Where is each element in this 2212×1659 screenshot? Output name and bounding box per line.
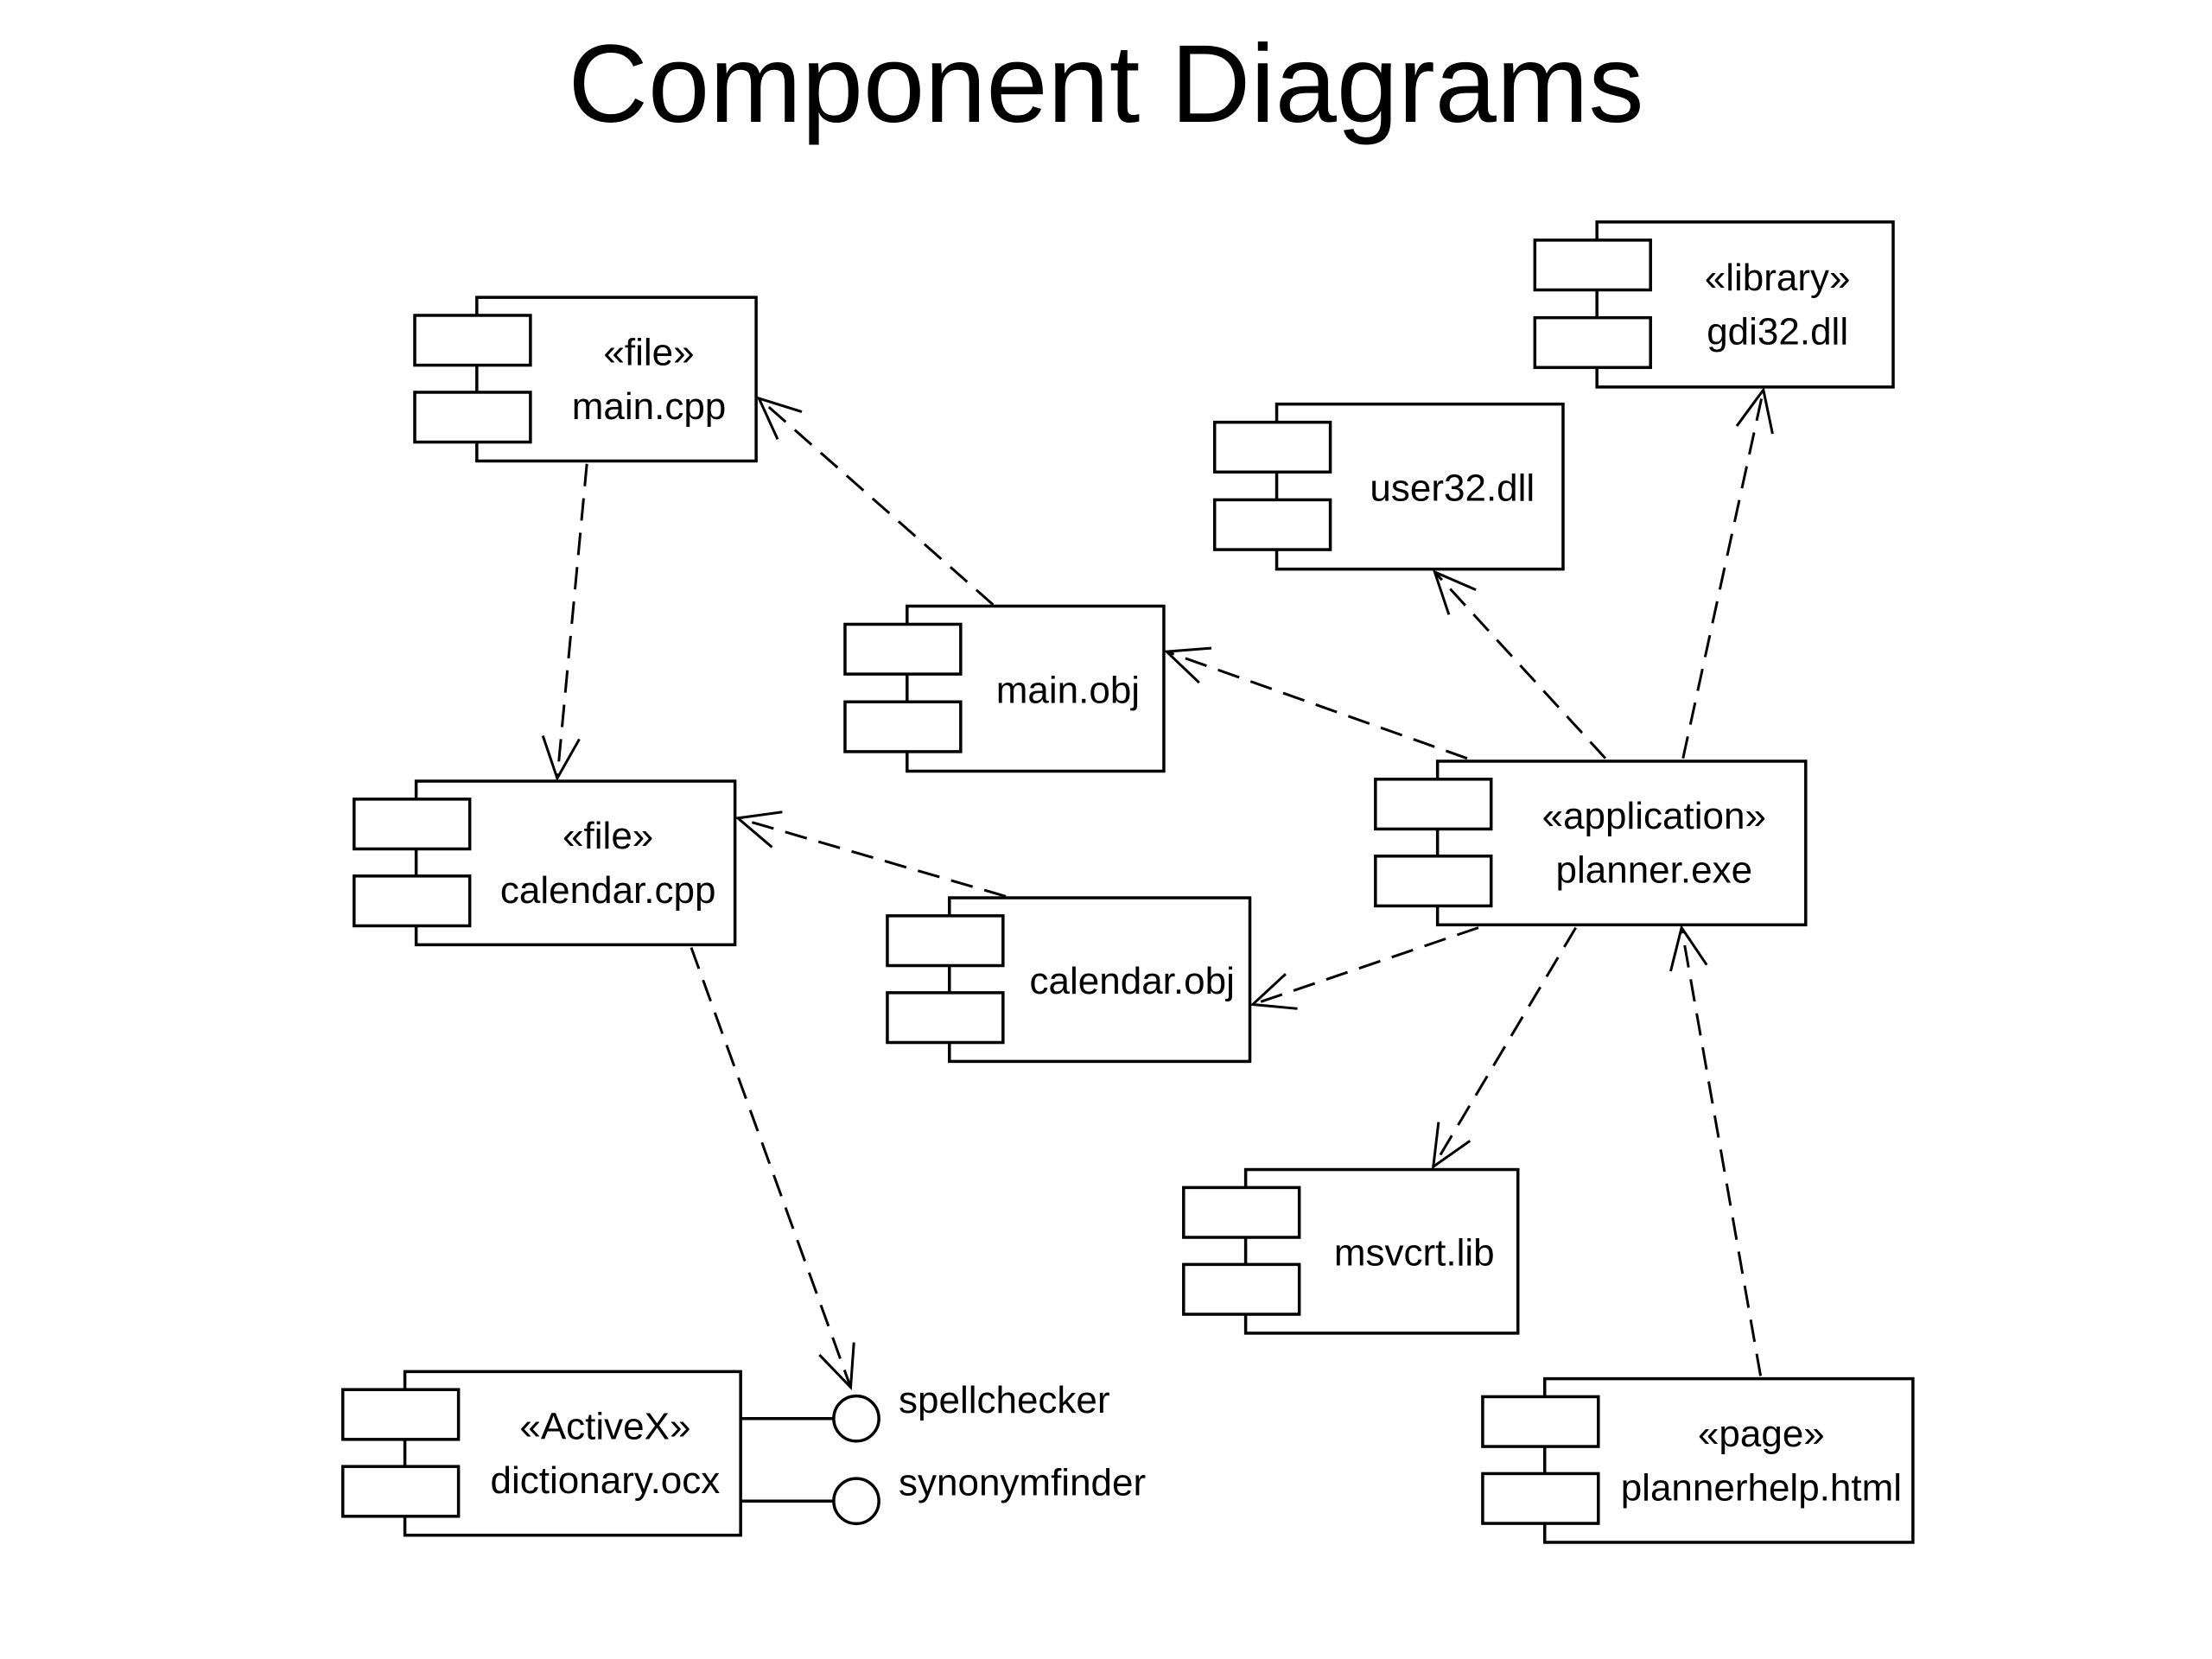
component-stereotype: «file»	[603, 331, 694, 373]
dependency-line	[1252, 926, 1479, 1006]
interfaces-layer: spellchecker synonymfinder	[741, 1379, 1146, 1526]
component-stereotype: «library»	[1705, 257, 1851, 299]
components-layer: «file» main.cpp «file» calendar.cpp main.obj…	[340, 220, 1915, 1544]
interface-lollipop-icon	[832, 1477, 880, 1526]
component-tab	[1481, 1395, 1600, 1448]
dependency-line	[1166, 650, 1468, 760]
page-title: Component Diagrams	[568, 22, 1644, 146]
arrowhead-icon	[1249, 973, 1298, 1010]
arrowhead-icon	[756, 396, 803, 440]
arrowhead-icon	[734, 810, 783, 849]
dependency-line	[1433, 570, 1607, 760]
component-tab	[1533, 315, 1652, 370]
component-user32-dll: user32.dll	[1212, 402, 1565, 571]
component-body	[403, 1370, 742, 1537]
dependency-line	[690, 947, 852, 1389]
component-tab	[1374, 855, 1493, 908]
component-name: gdi32.dll	[1707, 310, 1848, 353]
dependency-line	[556, 463, 588, 779]
component-name: plannerhelp.html	[1621, 1466, 1902, 1509]
dependency-line	[1680, 927, 1763, 1376]
component-name: dictionary.ocx	[491, 1459, 721, 1502]
component-main-obj: main.obj	[843, 604, 1166, 773]
dependency-planner-exe-to-gdi32-dll	[1681, 386, 1774, 759]
component-tab	[843, 622, 963, 676]
dependency-calendar-cpp-to-spellchecker	[690, 947, 855, 1390]
component-tab	[1533, 238, 1652, 292]
component-stereotype: «application»	[1542, 795, 1766, 837]
dependency-calendar-obj-to-calendar-cpp	[734, 810, 1007, 898]
component-calendar-obj: calendar.obj	[886, 896, 1252, 1064]
interface-lollipop-icon	[832, 1394, 880, 1443]
interface-synonymfinder: synonymfinder	[741, 1462, 1146, 1526]
component-name: user32.dll	[1370, 467, 1535, 510]
component-planner-exe: «application» planner.exe	[1374, 760, 1808, 927]
component-plannerhelp-html: «page» plannerhelp.html	[1481, 1376, 1915, 1544]
component-gdi32-dll: «library» gdi32.dll	[1533, 220, 1895, 389]
interface-label: synonymfinder	[899, 1462, 1146, 1504]
arrowhead-icon	[1432, 569, 1477, 615]
component-tab	[413, 391, 532, 444]
arrowhead-icon	[541, 734, 581, 782]
component-tab	[340, 1388, 461, 1441]
component-tab	[1481, 1471, 1600, 1525]
dependency-line	[1432, 926, 1577, 1168]
dependencies-layer	[541, 386, 1774, 1390]
component-stereotype: «ActiveX»	[519, 1406, 690, 1448]
interface-label: spellchecker	[899, 1379, 1110, 1421]
component-tab	[340, 1465, 461, 1518]
component-name: planner.exe	[1556, 849, 1753, 892]
component-tab	[1182, 1185, 1301, 1239]
component-calendar-cpp: «file» calendar.cpp	[353, 779, 737, 947]
component-tab	[413, 314, 532, 367]
component-tab	[1212, 420, 1332, 474]
component-name: main.obj	[996, 669, 1140, 711]
interface-spellchecker: spellchecker	[741, 1379, 1110, 1443]
dependency-main-obj-to-main-cpp	[756, 396, 995, 606]
component-name: main.cpp	[572, 385, 727, 428]
component-tab	[353, 874, 472, 928]
arrowhead-icon	[1669, 924, 1708, 972]
dependency-plannerhelp-html-to-planner-exe	[1669, 924, 1763, 1376]
arrowhead-icon	[1163, 646, 1212, 684]
component-tab	[1182, 1262, 1301, 1316]
component-name: msvcrt.lib	[1334, 1232, 1495, 1274]
component-tab	[886, 914, 1005, 968]
component-tab	[1374, 778, 1493, 831]
component-stereotype: «page»	[1698, 1413, 1825, 1455]
dependency-line	[737, 817, 1007, 898]
component-msvcrt-lib: msvcrt.lib	[1182, 1167, 1520, 1335]
dependency-line	[758, 397, 995, 606]
component-tab	[843, 700, 963, 753]
component-tab	[886, 991, 1005, 1045]
component-tab	[353, 798, 472, 851]
component-main-cpp: «file» main.cpp	[413, 296, 758, 463]
dependency-planner-exe-to-calendar-obj	[1249, 926, 1479, 1010]
component-dictionary-ocx: «ActiveX» dictionary.ocx	[340, 1370, 742, 1537]
component-name: calendar.obj	[1030, 960, 1235, 1002]
arrowhead-icon	[1735, 386, 1774, 435]
component-tab	[1212, 498, 1332, 551]
dependency-planner-exe-to-user32-dll	[1432, 569, 1607, 760]
dependency-main-cpp-to-calendar-cpp	[541, 463, 588, 782]
arrowhead-icon	[1431, 1122, 1471, 1170]
dependency-planner-exe-to-main-obj	[1163, 646, 1468, 760]
component-stereotype: «file»	[563, 815, 653, 857]
component-body	[1435, 760, 1808, 927]
component-body	[1543, 1376, 1915, 1544]
arrowhead-icon	[818, 1342, 855, 1390]
component-name: calendar.cpp	[500, 869, 716, 912]
dependency-planner-exe-to-msvcrt-lib	[1431, 926, 1577, 1170]
dependency-line	[1681, 389, 1765, 759]
